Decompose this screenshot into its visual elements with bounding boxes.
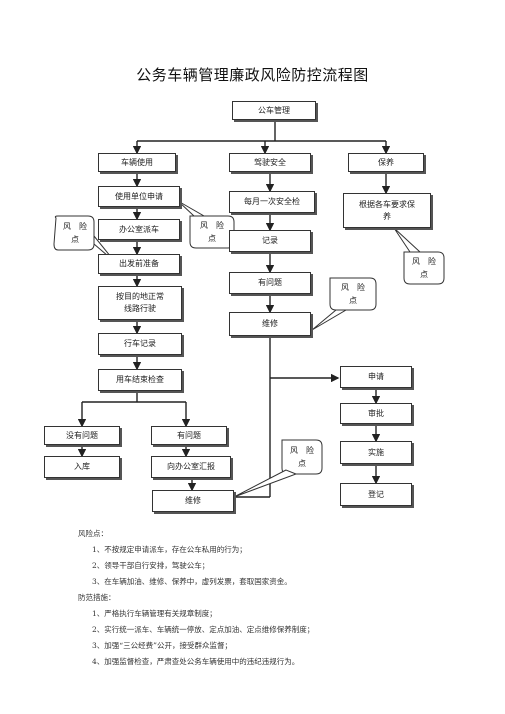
risk-callout-dispatch: 风 险 点 [56,220,94,246]
page-title: 公务车辆管理廉政风险防控流程图 [136,66,369,84]
risk-point-item: 3、在车辆加油、维修、保养中，虚列发票，套取国家资金。 [92,577,292,586]
measure-item: 4、加强监督检查，严肃查处公务车辆使用中的违纪违规行为。 [92,657,300,666]
node-no-problem[interactable]: 没有问题 [44,426,120,445]
node-route[interactable]: 按目的地正常线路行驶 [98,286,182,320]
node-maintenance[interactable]: 保养 [348,153,424,172]
risk-callout-line-2: 点 [349,296,357,305]
node-office-dispatch[interactable]: 办公室派车 [98,219,180,240]
risk-callout-line-2: 点 [208,234,216,243]
node-register[interactable]: 登记 [340,483,412,506]
measure-item: 1、严格执行车辆管理有关规章制度； [92,609,217,618]
node-monthly-check[interactable]: 每月一次安全检 [229,191,315,213]
risk-callout-line-1: 风 险 [412,257,436,266]
node-per-vehicle-maint[interactable]: 根据各车要求保养 [343,193,431,228]
risk-callout-repair: 风 险 点 [332,281,374,307]
notes-section: 风险点： 1、不按规定申请派车，存在公车私用的行为； 2、领导干部自行安排，驾驶… [78,526,498,670]
risk-callout-apply: 风 险 点 [192,219,232,245]
measures-heading: 防范措施： [78,593,116,602]
node-record[interactable]: 记录 [229,230,311,252]
risk-point-item: 1、不按规定申请派车，存在公车私用的行为； [92,545,247,554]
risk-callout-line-1: 风 险 [200,221,224,230]
risk-callout-line-1: 风 险 [341,283,365,292]
risk-callout-line-1: 风 险 [63,222,87,231]
node-implement[interactable]: 实施 [340,441,412,464]
node-driving-safety[interactable]: 驾驶安全 [229,153,311,172]
risk-callout-line-1: 风 险 [290,446,314,455]
risk-points-heading: 风险点： [78,529,108,538]
risk-callout-line-2: 点 [420,270,428,279]
node-has-problem-mid[interactable]: 有问题 [229,272,311,294]
node-storage[interactable]: 入库 [44,456,120,478]
node-has-problem-left[interactable]: 有问题 [151,426,227,445]
risk-point-item: 2、领导干部自行安排，驾驶公车； [92,561,210,570]
node-vehicle-use[interactable]: 车辆使用 [98,153,176,172]
node-departure-prep[interactable]: 出发前准备 [98,254,180,274]
node-root[interactable]: 公车管理 [232,101,316,120]
node-repair-mid[interactable]: 维修 [229,312,311,336]
node-report-office[interactable]: 向办公室汇报 [151,456,231,478]
node-apply[interactable]: 申请 [340,366,412,388]
risk-callout-line-2: 点 [71,235,79,244]
node-trip-record[interactable]: 行车记录 [98,333,182,355]
measure-item: 3、加强“三公经费”公开，接受群众监督； [92,641,232,650]
measure-item: 2、实行统一派车、车辆统一停放、定点加油、定点维修保养制度； [92,625,315,634]
node-approve[interactable]: 审批 [340,403,412,424]
risk-callout-report: 风 险 点 [284,444,320,470]
risk-callout-maintenance: 风 险 点 [406,255,442,281]
node-repair-left[interactable]: 维修 [152,490,234,512]
node-unit-apply[interactable]: 使用单位申请 [98,186,180,207]
risk-callout-line-2: 点 [298,459,306,468]
node-post-check[interactable]: 用车结束检查 [98,369,182,391]
